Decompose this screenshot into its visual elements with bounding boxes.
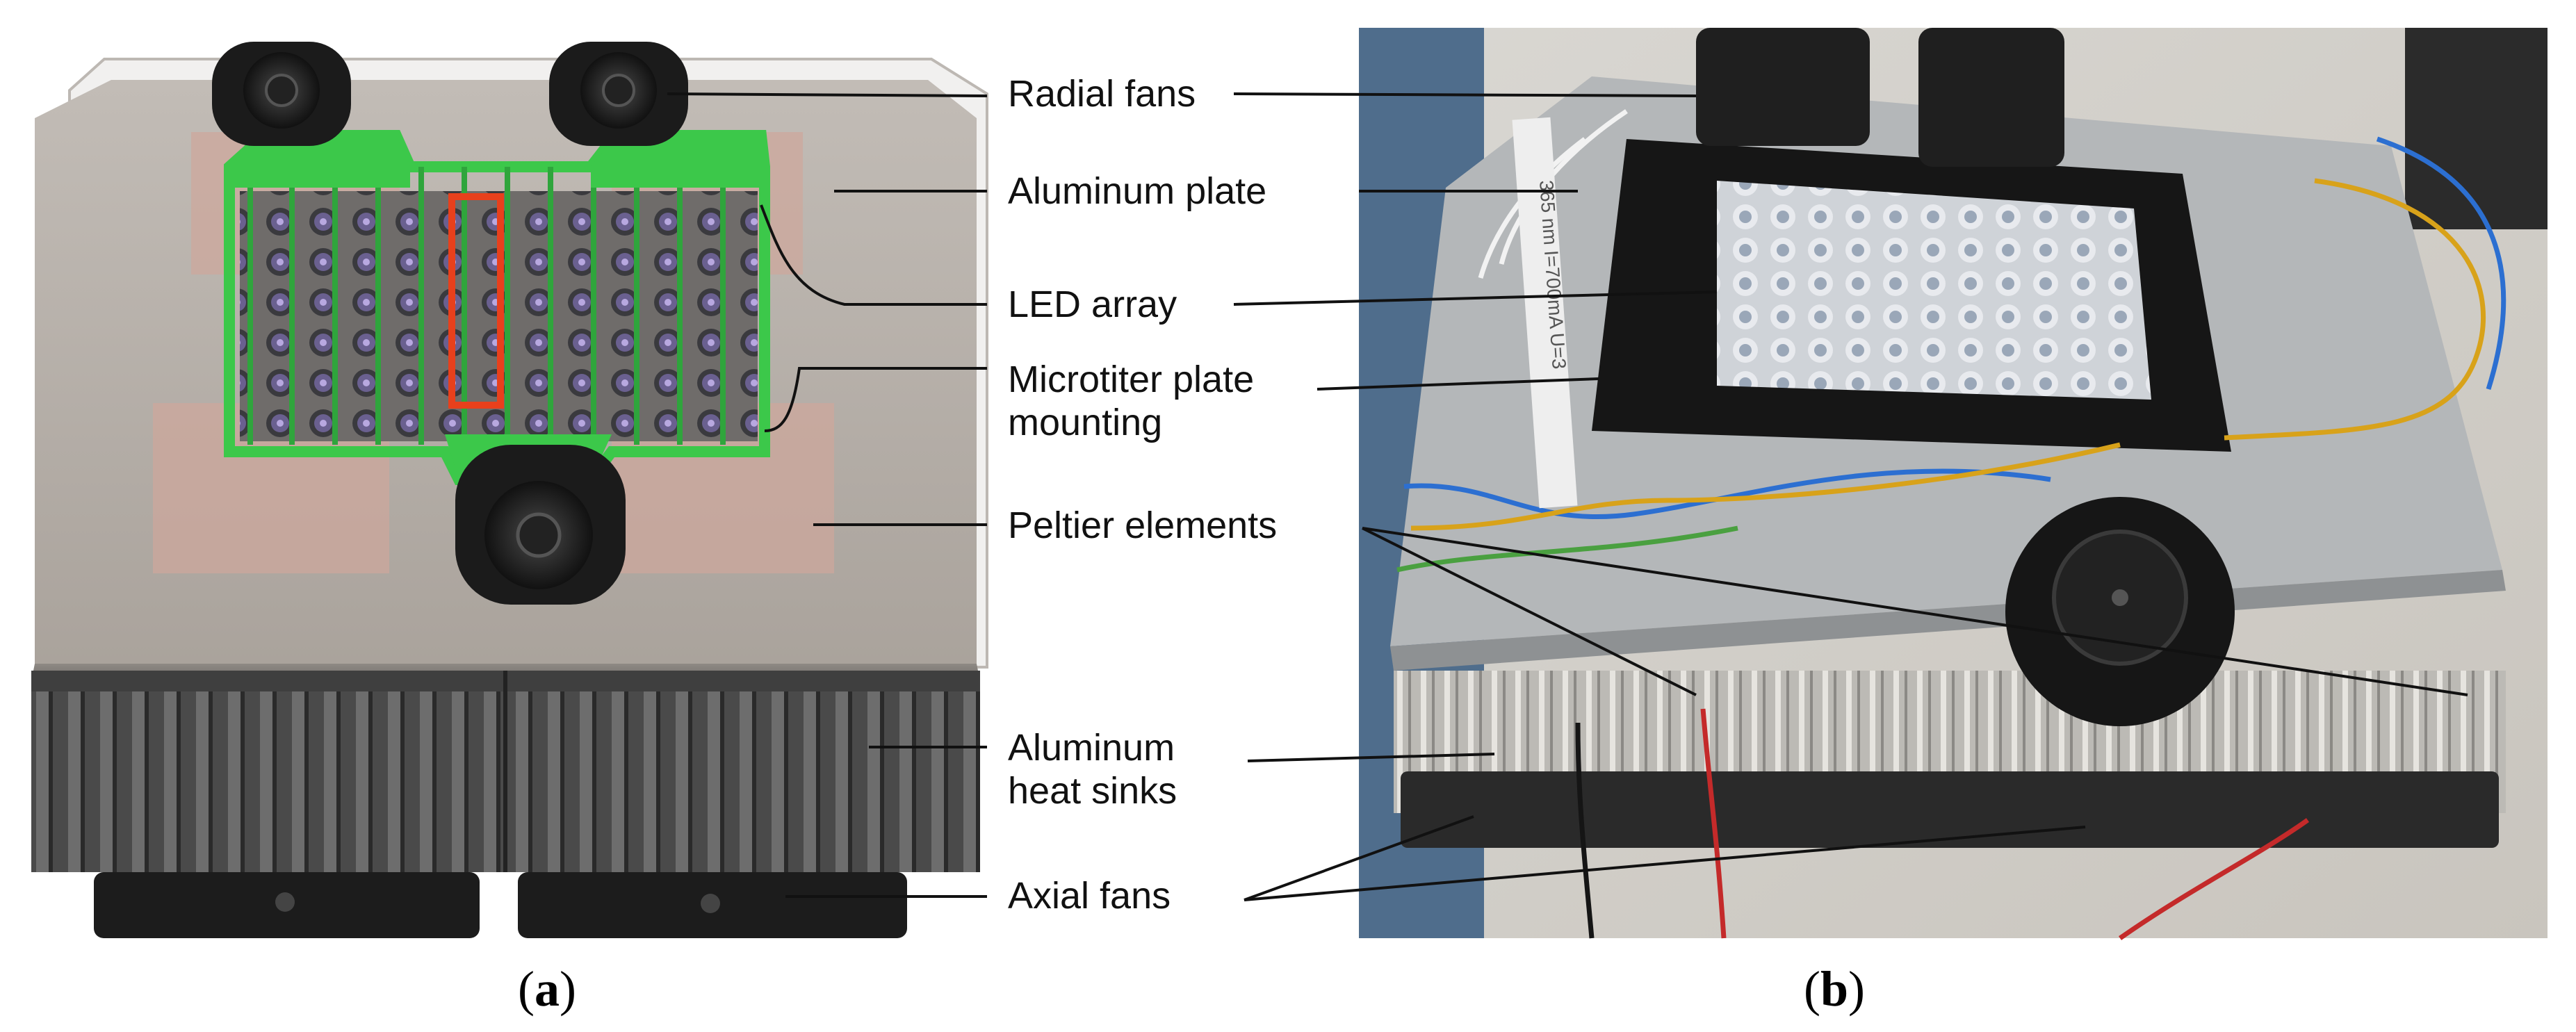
leader-radial-fans-a (667, 92, 988, 97)
radial-fan-top-right (549, 42, 688, 146)
label-peltier-elements: Peltier elements (1008, 505, 1278, 546)
photo-radial-fan-left (1696, 28, 1870, 146)
mounting-frame-ribs (247, 167, 726, 445)
wire (1700, 708, 1727, 939)
caption-panel-a: (a) (518, 961, 576, 1017)
leader-peltier-b1 (1362, 527, 1697, 696)
wire (1410, 442, 2121, 531)
panel-b-photograph: 365 nm I=700mA U=3 (1359, 28, 2548, 940)
radial-fan-bottom (455, 445, 626, 605)
leader-mounting-b (1316, 377, 1599, 391)
photo-radial-fan-right (1918, 28, 2064, 167)
leader-mounting-a (764, 367, 987, 432)
leader-axial-fans-b2 (1244, 826, 2086, 901)
axial-fans-cad (94, 872, 907, 938)
photo-axial-fans (1401, 771, 2499, 848)
mounting-wing-right (591, 136, 765, 188)
leader-led-array-b (1233, 290, 1718, 306)
highlighted-led-column (448, 193, 504, 409)
leader-lines (667, 92, 2468, 901)
heat-sink-left (31, 681, 504, 872)
photo-led-array (1717, 181, 2151, 400)
caption-panel-a-letter: a (534, 961, 560, 1017)
panel-a-cad-rendering (31, 42, 988, 938)
photo-radial-fan-front (2005, 497, 2235, 726)
axial-fan-right-hub (701, 894, 720, 913)
wire (1478, 137, 1587, 279)
heat-sink-right (507, 681, 980, 872)
wire (2376, 136, 2506, 391)
wire (2118, 818, 2310, 940)
label-heat-sinks: Aluminum heat sinks (1008, 727, 1177, 812)
mounting-wing-left (229, 136, 410, 188)
wire (1396, 525, 1738, 573)
label-axial-fans: Axial fans (1008, 875, 1171, 917)
radial-fan-top-left (212, 42, 351, 146)
label-radial-fans: Radial fans (1008, 73, 1196, 115)
heat-sinks-cad (31, 671, 980, 872)
photo-label-tape-strip (1512, 117, 1578, 509)
leader-peltier-b2 (1362, 527, 2468, 696)
photo-radial-fan-hub (2112, 589, 2128, 606)
radial-fan-hub (516, 512, 562, 558)
label-microtiter-mounting: Microtiter plate mounting (1008, 359, 1255, 443)
wire (2224, 178, 2486, 441)
wire (1403, 468, 2051, 519)
leader-heat-sinks-b (1247, 753, 1495, 762)
leader-radial-fans-b (1233, 92, 1697, 97)
leader-axial-fans-b1 (1244, 815, 1474, 901)
axial-fan-left-hub (275, 892, 295, 912)
label-led-array: LED array (1008, 284, 1177, 325)
radial-fan-hub (265, 74, 298, 107)
radial-fan-hub (602, 74, 635, 107)
caption-panel-b-letter: b (1820, 961, 1849, 1017)
caption-panel-b: (b) (1804, 961, 1866, 1017)
wire (1575, 722, 1595, 939)
label-aluminum-plate: Aluminum plate (1008, 170, 1267, 212)
leader-led-array-a (760, 204, 987, 306)
photo-dark-corner (2405, 28, 2548, 229)
